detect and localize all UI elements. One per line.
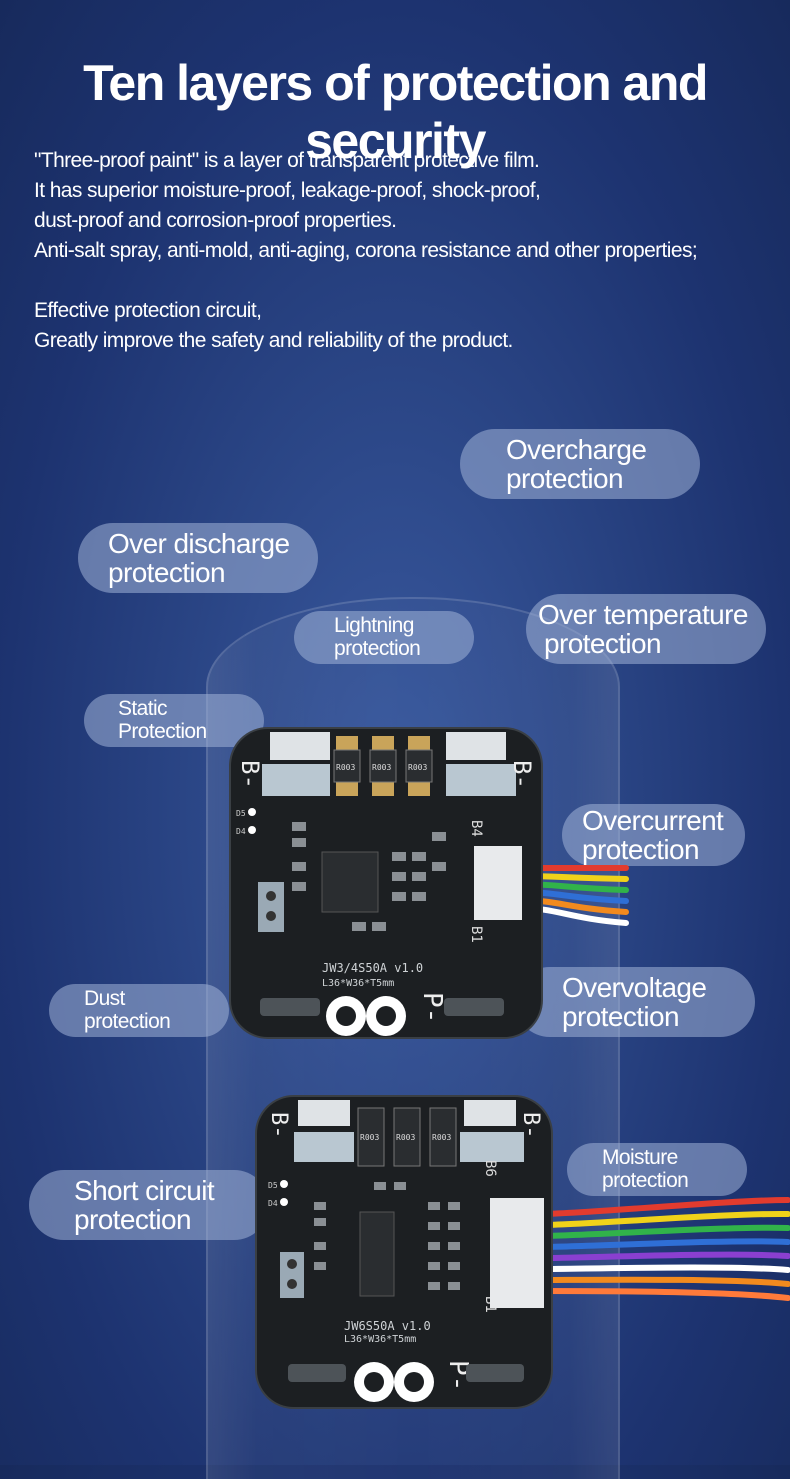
wire bbox=[539, 1210, 790, 1228]
svg-text:D5: D5 bbox=[268, 1181, 278, 1190]
wire bbox=[539, 1197, 790, 1217]
board-wires bbox=[539, 1197, 790, 1301]
svg-text:P-: P- bbox=[417, 992, 447, 1023]
svg-text:B1: B1 bbox=[468, 926, 484, 943]
svg-text:R003: R003 bbox=[408, 763, 427, 772]
svg-text:JW6S50A v1.0: JW6S50A v1.0 bbox=[344, 1319, 431, 1333]
svg-text:R003: R003 bbox=[372, 763, 391, 772]
svg-text:R003: R003 bbox=[360, 1133, 379, 1142]
svg-text:B-: B- bbox=[518, 1112, 543, 1139]
svg-text:R003: R003 bbox=[336, 763, 355, 772]
intro-line: "Three-proof paint" is a layer of transp… bbox=[34, 149, 540, 172]
svg-text:L36*W36*T5mm: L36*W36*T5mm bbox=[344, 1334, 416, 1345]
wire bbox=[539, 1251, 790, 1261]
wire bbox=[539, 1238, 790, 1250]
svg-text:D4: D4 bbox=[268, 1199, 278, 1208]
svg-text:D4: D4 bbox=[236, 827, 246, 836]
svg-text:R003: R003 bbox=[396, 1133, 415, 1142]
resistor-block bbox=[333, 736, 433, 796]
svg-text:B6: B6 bbox=[482, 1160, 498, 1177]
wire bbox=[539, 1224, 790, 1239]
page-title: Ten layers of protection and security bbox=[83, 55, 708, 169]
resistor-block bbox=[357, 1107, 457, 1167]
intro-line: Effective protection circuit, bbox=[34, 299, 262, 322]
svg-text:B4: B4 bbox=[468, 820, 484, 837]
svg-text:L36*W36*T5mm: L36*W36*T5mm bbox=[322, 978, 394, 989]
svg-text:JW3/4S50A v1.0: JW3/4S50A v1.0 bbox=[322, 961, 423, 975]
wire bbox=[539, 1288, 790, 1301]
svg-text:B-: B- bbox=[236, 760, 264, 789]
svg-text:B-: B- bbox=[508, 760, 536, 789]
svg-text:B-: B- bbox=[266, 1112, 291, 1139]
svg-text:R003: R003 bbox=[432, 1133, 451, 1142]
intro-line: Greatly improve the safety and reliabili… bbox=[34, 329, 513, 352]
intro-line: dust-proof and corrosion-proof propertie… bbox=[34, 209, 397, 232]
intro-line: Anti-salt spray, anti-mold, anti-aging, … bbox=[34, 239, 698, 262]
wire bbox=[539, 1264, 790, 1273]
wire bbox=[539, 1276, 790, 1287]
bms-board-6s: R003 R003 R003 B- B- D5 D4 B6 B1 JW6S50A… bbox=[254, 1092, 790, 1414]
bms-board-4s: R003 R003 R003 B- B- D5 D4 B4 B1 JW3/4S5… bbox=[222, 722, 630, 1044]
intro-text: "Three-proof paint" is a layer of transp… bbox=[34, 146, 784, 356]
intro-line: It has superior moisture-proof, leakage-… bbox=[34, 179, 541, 202]
svg-text:D5: D5 bbox=[236, 809, 246, 818]
